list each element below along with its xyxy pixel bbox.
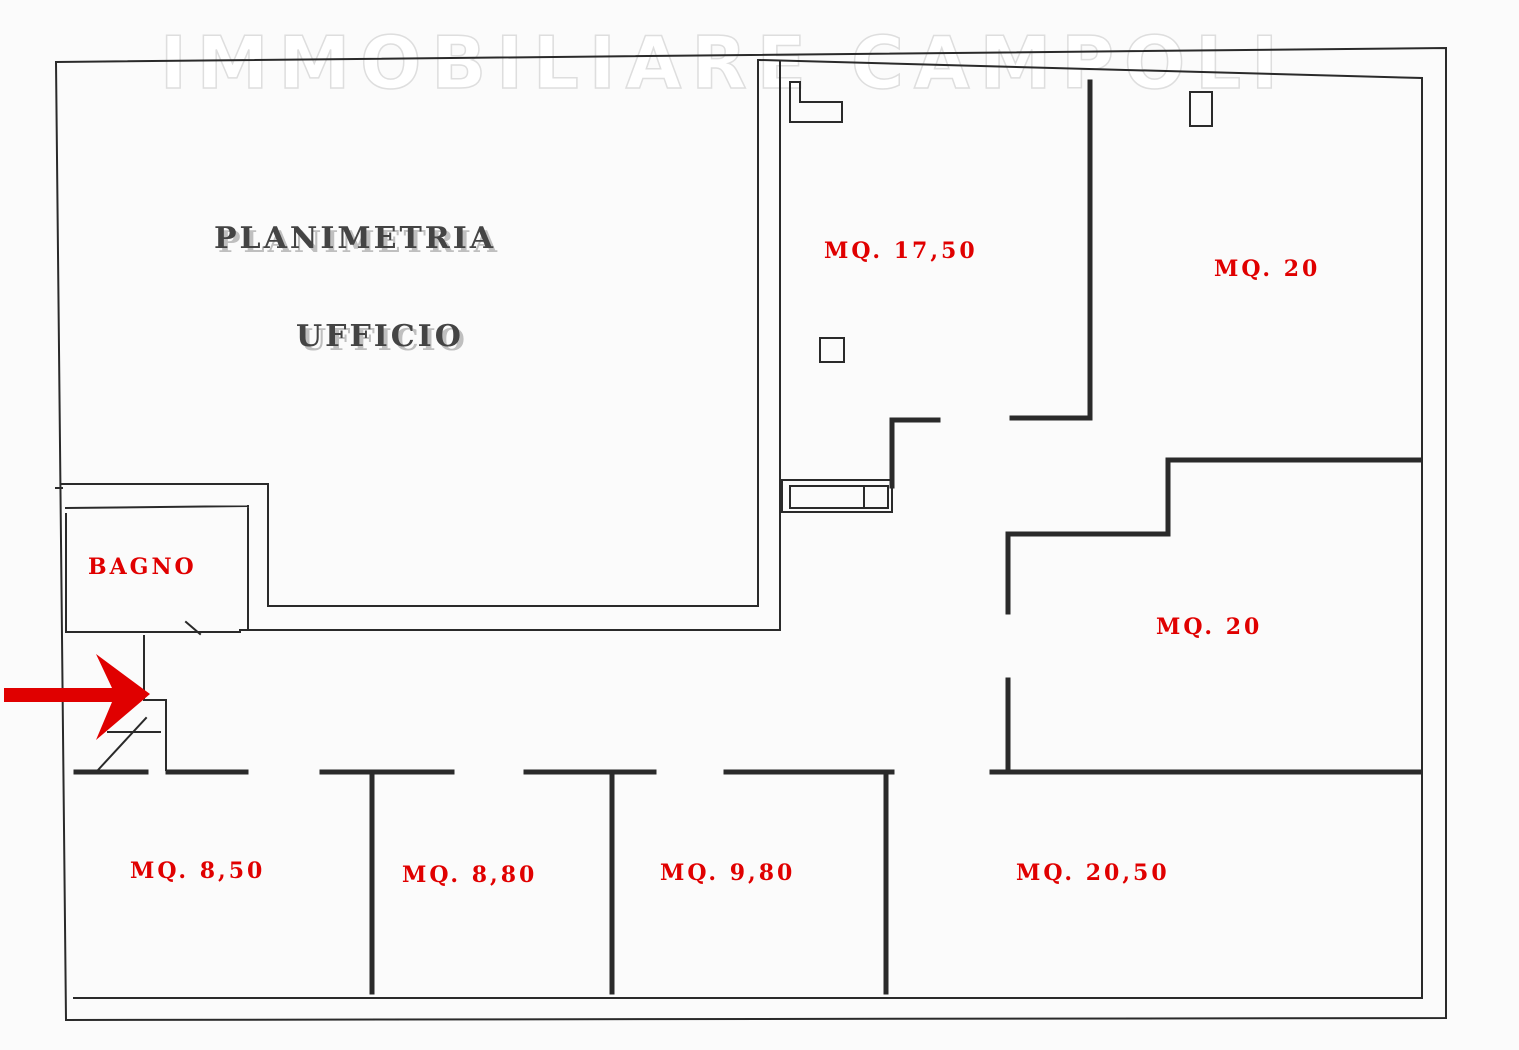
room-label-top-middle: MQ. 17,50	[824, 238, 978, 264]
room-label-top-right: MQ. 20	[1214, 256, 1320, 282]
bottom-room-walls	[73, 769, 895, 995]
room-label-bottom-3: MQ. 9,80	[660, 860, 795, 886]
room-top-middle-walls	[781, 79, 1213, 513]
room-label-bottom-1: MQ. 8,50	[130, 858, 265, 884]
room-label-bottom-4: MQ. 20,50	[1016, 860, 1170, 886]
plan-title-shadow-1: PLANIMETRIA	[218, 225, 500, 260]
bathroom-walls	[64, 504, 250, 636]
room-label-bagno: BAGNO	[88, 554, 197, 580]
plan-title-shadow-2: UFFICIO	[300, 323, 468, 358]
plan-title-line-2: UFFICIO	[296, 319, 464, 354]
room-label-bottom-2: MQ. 8,80	[402, 862, 537, 888]
entrance-arrow-icon	[4, 654, 150, 740]
room-right-walls	[989, 457, 1423, 775]
room-label-mid-right: MQ. 20	[1156, 614, 1262, 640]
entrance-stair	[96, 635, 167, 772]
office-walls	[65, 61, 781, 633]
watermark-text: IMMOBILIARE CAMPOLI	[160, 21, 1288, 105]
plan-title-line-1: PLANIMETRIA	[214, 221, 496, 256]
